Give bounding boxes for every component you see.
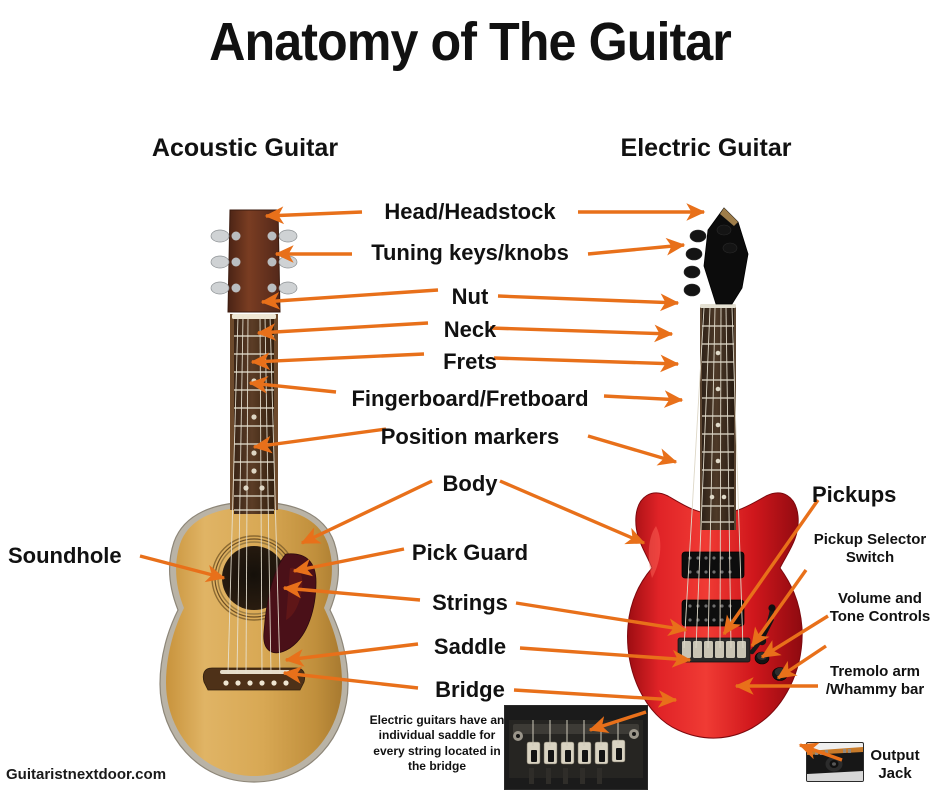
arrow-bridge-acoustic	[282, 666, 419, 690]
arrow-body-acoustic	[300, 479, 433, 545]
arrow-neck-electric	[489, 324, 674, 343]
arrow-saddle-electric	[519, 646, 692, 668]
arrow-group	[139, 203, 843, 762]
bridge-closeup-photo	[504, 705, 648, 790]
arrow-frets-acoustic	[250, 352, 425, 371]
column-heading-electric: Electric Guitar	[620, 134, 792, 162]
label-pickups: Pickups	[812, 482, 897, 507]
arrow-fingerboard-electric	[603, 390, 684, 408]
label-output-jack: Output Jack	[870, 747, 920, 782]
label-neck: Neck	[443, 317, 497, 342]
position-markers-graphic	[709, 350, 727, 500]
electric-guitar-illustration	[627, 207, 803, 739]
label-pick-guard: Pick Guard	[411, 540, 529, 565]
headstock-graphic	[210, 209, 298, 313]
arrow-neck-acoustic	[256, 321, 429, 341]
arrow-saddle-acoustic	[284, 642, 419, 667]
bridge-graphic	[202, 667, 306, 691]
label-strings: Strings	[432, 590, 508, 615]
label-body: Body	[442, 471, 498, 496]
arrow-bridge-electric	[513, 688, 678, 708]
footer-brand: Guitaristnextdoor.com	[6, 766, 167, 783]
arrow-nut-electric	[497, 293, 680, 312]
arrow-pickups	[722, 499, 820, 636]
arrow-jack	[798, 742, 843, 762]
arrow-tone	[776, 644, 827, 680]
label-saddle: Saddle	[433, 634, 507, 659]
label-tuning-keys: Tuning keys/knobs	[371, 240, 569, 265]
headstock-graphic	[683, 207, 749, 305]
arrow-fingerboard-acoustic	[248, 376, 337, 394]
arrow-markers-acoustic	[252, 427, 387, 454]
tuning-keys-graphic	[683, 224, 738, 297]
arrow-selector	[750, 569, 808, 648]
label-nut: Nut	[451, 284, 489, 309]
label-position-markers: Position markers	[380, 424, 560, 449]
label-tremolo-whammy-bar: Tremolo arm /Whammy bar	[825, 663, 925, 698]
arrow-body-electric	[499, 479, 646, 545]
arrow-frets-electric	[493, 354, 680, 373]
label-head-headstock: Head/Headstock	[384, 199, 556, 224]
column-heading-acoustic: Acoustic Guitar	[151, 134, 339, 162]
arrow-markers-electric	[587, 434, 678, 466]
arrow-strings-electric	[515, 601, 688, 636]
label-frets: Frets	[443, 349, 497, 374]
strings-graphic	[227, 315, 281, 675]
strings-graphic	[683, 307, 744, 649]
label-fingerboard: Fingerboard/Fretboard	[351, 386, 589, 411]
label-volume-tone-controls: Volume and Tone Controls	[829, 590, 931, 625]
arrow-head-acoustic	[264, 206, 363, 225]
nut-graphic	[700, 304, 736, 308]
arrow-tuning-electric	[587, 237, 686, 256]
label-bridge: Bridge	[435, 677, 505, 702]
page-title: Anatomy of The Guitar	[209, 12, 732, 72]
arrow-soundhole	[139, 554, 226, 583]
caption-electric-saddle-note: Electric guitars have an individual sadd…	[369, 713, 505, 774]
arrow-volume	[760, 614, 829, 659]
arrow-pickguard-acoustic	[292, 547, 405, 577]
neck-graphic	[700, 304, 736, 530]
arrow-nut-acoustic	[260, 288, 439, 310]
arrow-strings-acoustic	[282, 580, 421, 602]
label-pickup-selector-switch: Pickup Selector Switch	[813, 531, 927, 566]
label-soundhole: Soundhole	[8, 543, 122, 568]
arrow-bridge-inset	[588, 710, 647, 734]
